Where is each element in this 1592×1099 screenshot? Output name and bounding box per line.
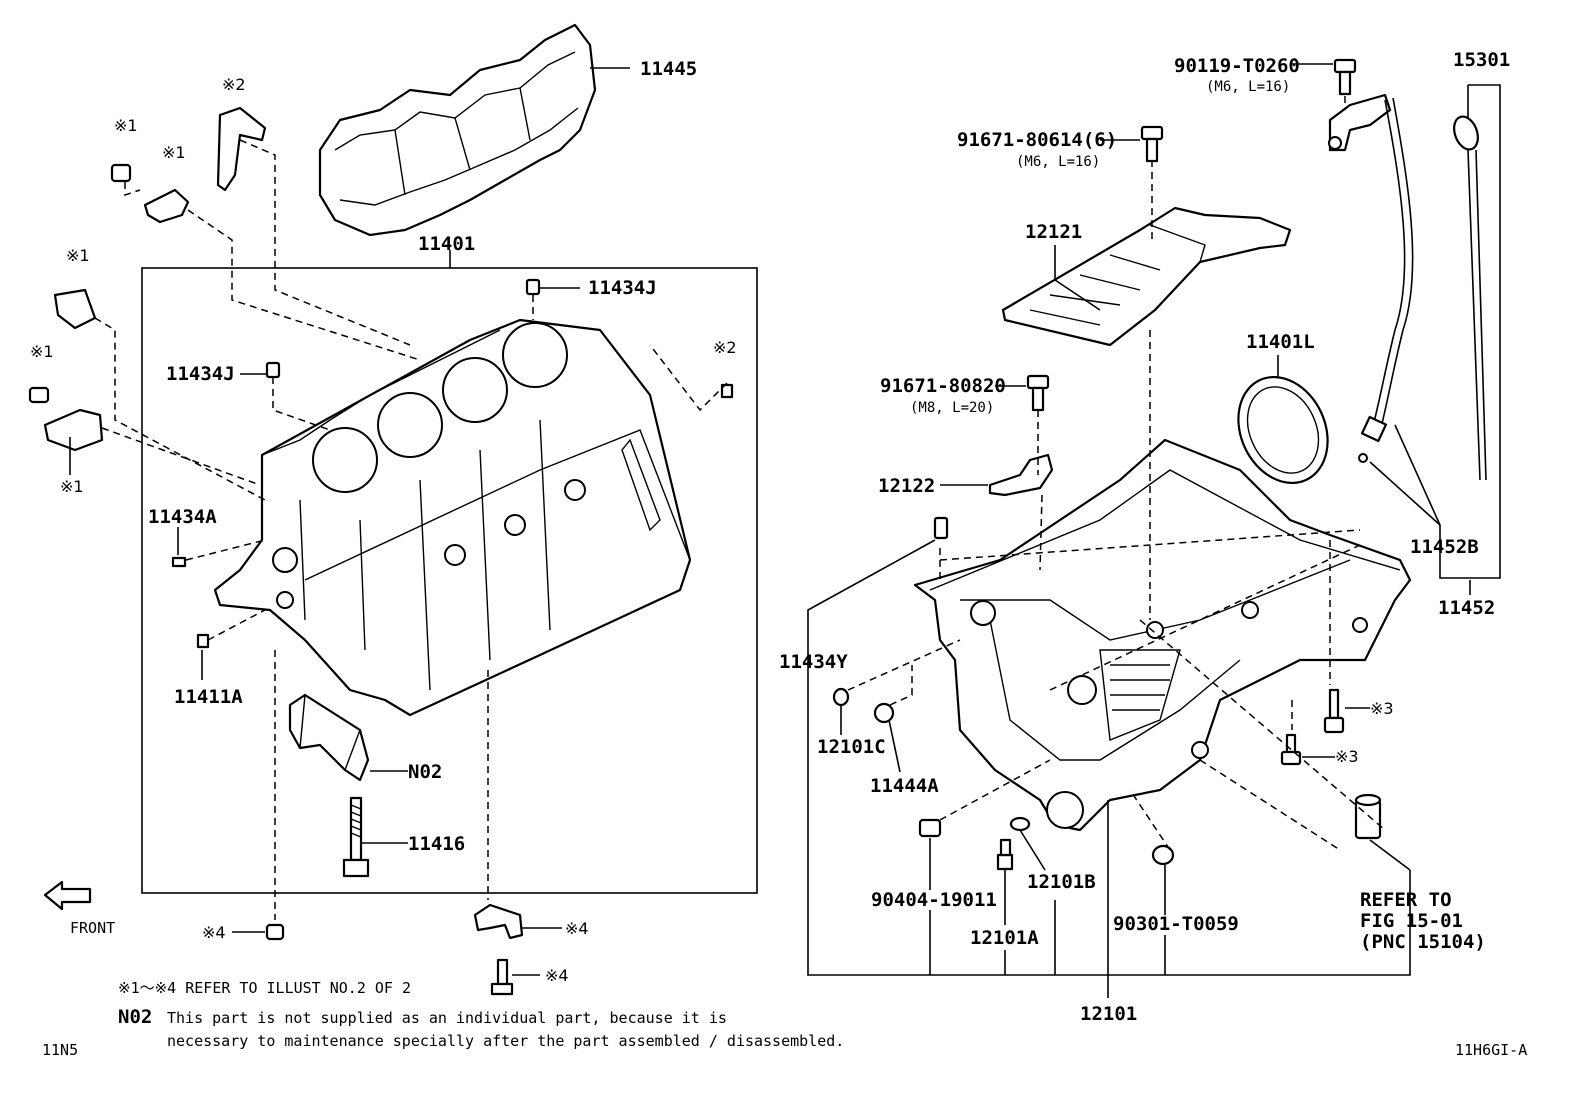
label-N02: N02 (408, 761, 442, 783)
mark-1-b: ※1 (162, 143, 186, 162)
label-11434J-top: 11434J (588, 277, 657, 299)
mark-1-c: ※1 (66, 246, 90, 265)
label-11445: 11445 (640, 58, 697, 80)
bearing-cap-N02 (288, 693, 370, 782)
front-arrow-icon (43, 880, 92, 911)
mark-4-c: ※4 (545, 966, 569, 985)
plug-mark2-right (720, 383, 734, 399)
bolt-mark3-left (1280, 733, 1302, 766)
sensor-parts-mark1 (28, 163, 190, 452)
bolt-91671-80820 (1026, 374, 1050, 412)
label-91671-80820: 91671-80820 (880, 375, 1006, 397)
oil-level-gauge-15301 (1453, 115, 1487, 481)
corner-code-right: 11H6GI-A (1455, 1041, 1527, 1059)
label-12122: 12122 (878, 475, 935, 497)
note-n02-line1: This part is not supplied as an individu… (167, 1009, 727, 1027)
mark-4-b: ※4 (565, 919, 589, 938)
oil-level-gauge-guide-11452 (1328, 93, 1414, 443)
label-91671-80820-spec: (M8, L=20) (910, 400, 994, 416)
bracket-12122 (988, 453, 1054, 497)
label-11434Y: 11434Y (779, 651, 848, 673)
refer-line-3: (PNC 15104) (1360, 931, 1486, 953)
oil-pan-12101-drawing (913, 438, 1412, 832)
label-91671-80614-spec: (M6, L=16) (1016, 154, 1100, 170)
gasket-11444A (873, 702, 895, 724)
refer-line-1: REFER TO (1360, 889, 1452, 911)
label-12121: 12121 (1025, 221, 1082, 243)
gasket-12101B (1009, 816, 1031, 832)
note-n02-code: N02 (118, 1006, 152, 1028)
gasket-12101C (832, 687, 850, 707)
mark-1-e: ※1 (60, 477, 84, 496)
mark-4-a: ※4 (202, 923, 226, 942)
note-refer-illust: ※1～※4 REFER TO ILLUST NO.2 OF 2 (118, 979, 411, 997)
cylinder-block-11401-drawing (213, 318, 692, 717)
mark-3-b: ※3 (1335, 747, 1359, 766)
label-11444A: 11444A (870, 775, 939, 797)
bolt-91671-80614 (1140, 125, 1164, 163)
dowel-11434Y (933, 516, 949, 540)
mark-2-top: ※2 (222, 75, 246, 94)
stud-12101A (996, 838, 1014, 871)
nut-mark4-left (265, 923, 285, 941)
refer-line-2: FIG 15-01 (1360, 910, 1463, 932)
label-12101: 12101 (1080, 1003, 1137, 1025)
front-label: FRONT (70, 919, 115, 937)
label-90404: 90404-19011 (871, 889, 997, 911)
label-90119: 90119-T0260 (1174, 55, 1300, 77)
label-90301: 90301-T0059 (1113, 913, 1239, 935)
label-11434J-left: 11434J (166, 363, 235, 385)
o-ring-11452B (1358, 453, 1368, 463)
bolt-11416 (342, 796, 370, 878)
label-11401: 11401 (418, 233, 475, 255)
oil-filter-15104 (1354, 793, 1382, 840)
plug-90404 (918, 818, 942, 838)
label-12101B: 12101B (1027, 871, 1096, 893)
label-11411A: 11411A (174, 686, 243, 708)
oil-seal-11401L (1237, 375, 1329, 485)
label-12101A: 12101A (970, 927, 1039, 949)
mark-3-a: ※3 (1370, 699, 1394, 718)
mark-1-d: ※1 (30, 342, 54, 361)
note-n02-line2: necessary to maintenance specially after… (167, 1032, 844, 1050)
mark-1-a: ※1 (114, 116, 138, 135)
label-15301: 15301 (1453, 49, 1510, 71)
bracket-mark4-bottom (473, 903, 524, 940)
label-11401L: 11401L (1246, 331, 1315, 353)
gasket-90301 (1151, 844, 1175, 866)
bolt-mark3-right (1323, 688, 1345, 734)
label-90119-spec: (M6, L=16) (1206, 79, 1290, 95)
label-11434A: 11434A (148, 506, 217, 528)
insulator-11445-drawing (318, 23, 597, 237)
bracket-mark2-top (216, 106, 267, 192)
label-91671-80614: 91671-80614(6) (957, 129, 1117, 151)
bolt-90119 (1333, 58, 1357, 96)
pin-11411A (196, 633, 210, 649)
label-11416: 11416 (408, 833, 465, 855)
label-11452B: 11452B (1410, 536, 1479, 558)
mark-2-right: ※2 (713, 338, 737, 357)
corner-code-left: 11N5 (42, 1041, 78, 1059)
dowel-11434J-left (265, 361, 281, 379)
bolt-mark4-bottom (490, 958, 514, 996)
pin-11434A (171, 556, 187, 568)
label-12101C: 12101C (817, 736, 886, 758)
dowel-11434J-top (525, 278, 541, 296)
label-11452: 11452 (1438, 597, 1495, 619)
